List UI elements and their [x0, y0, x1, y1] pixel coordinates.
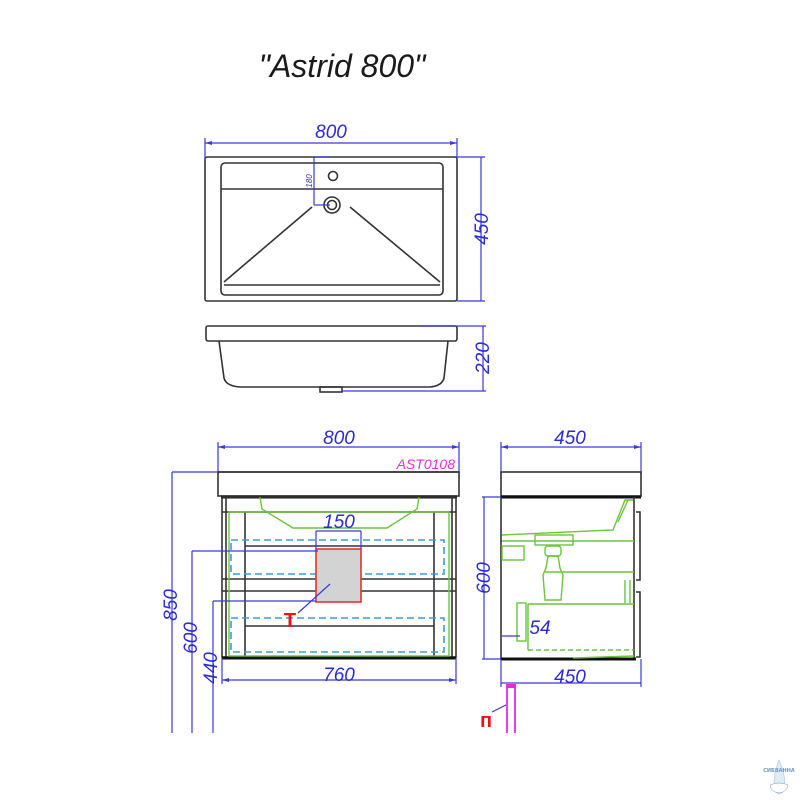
drawing-title: "Astrid 800": [259, 48, 427, 84]
pipe-zone-dimension: 150: [323, 512, 355, 533]
basin-top-view: 800 450 180: [204, 122, 493, 302]
profile-depth-top-dimension: 450: [554, 428, 586, 449]
pipe-zone: [315, 548, 362, 603]
watermark-text: СИБВАННА: [763, 768, 795, 774]
basin-side-view: 220: [205, 325, 494, 393]
height-440-dimension: 440: [201, 652, 222, 684]
basin-height-dimension: 220: [473, 342, 494, 375]
tap-offset-dimension: 180: [305, 174, 314, 188]
water-supply-mark: T: [284, 610, 296, 632]
offset-dimension: 54: [529, 618, 550, 639]
drain-mark: п: [480, 710, 492, 732]
profile-depth-bottom-dimension: 450: [554, 667, 586, 688]
front-width-dimension: 800: [323, 428, 355, 449]
height-600-dimension: 600: [181, 622, 202, 654]
top-depth-dimension: 450: [472, 213, 493, 245]
lower-drawer-outline: [230, 617, 445, 653]
profile-height-dimension: 600: [474, 562, 495, 594]
trap-fitting: [501, 545, 525, 561]
inner-width-dimension: 760: [323, 665, 355, 686]
total-height-dimension: 850: [161, 589, 182, 621]
cabinet-front-view: 800 AST0108 150 T: [161, 428, 460, 733]
cabinet-profile-view: 450 600 54 450: [474, 428, 642, 733]
watermark-logo: СИБВАННА: [763, 759, 795, 795]
top-width-dimension: 800: [315, 122, 347, 143]
model-code: AST0108: [396, 456, 456, 472]
tap-hole-icon: [327, 170, 339, 182]
